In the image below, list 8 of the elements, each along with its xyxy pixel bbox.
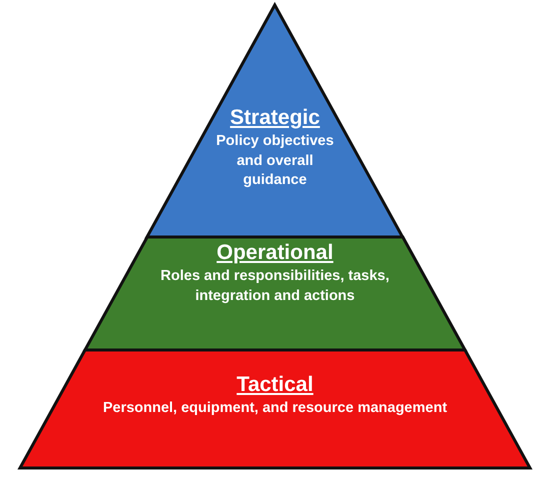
tier-heading: Strategic bbox=[230, 105, 320, 130]
tier-description: Roles and responsibilities, tasks, integration and actions bbox=[160, 267, 390, 306]
tier-heading: Tactical bbox=[236, 372, 314, 398]
tier-description: Policy objectives and overall guidance bbox=[215, 132, 335, 190]
pyramid-tier bbox=[84, 237, 465, 350]
tier-heading: Operational bbox=[216, 240, 334, 266]
tier-description: Personnel, equipment, and resource management bbox=[102, 399, 448, 418]
pyramid-tier bbox=[20, 350, 530, 468]
